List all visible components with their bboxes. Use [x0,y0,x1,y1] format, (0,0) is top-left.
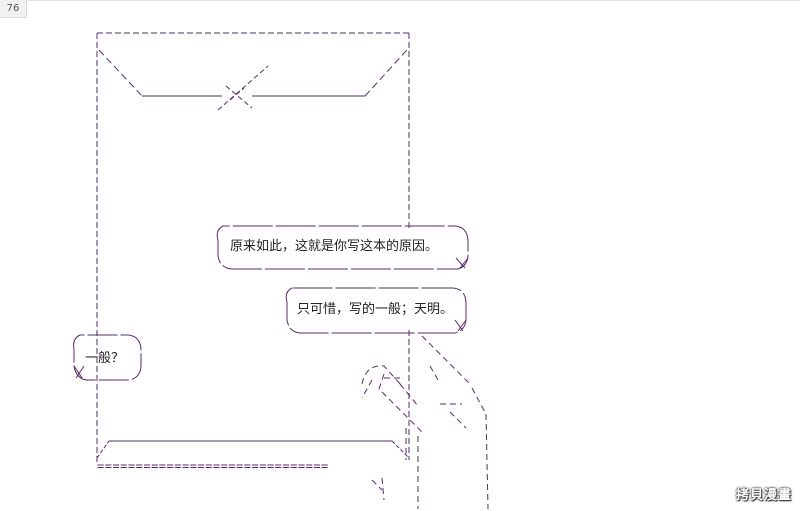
page-number: 76 [0,0,27,18]
speech-bubble-3 [73,334,142,381]
envelope-flap [98,49,408,97]
bubble-3-text: 一般？ [85,351,125,366]
top-divider [26,0,800,1]
seal-mark [217,65,269,111]
watermark-logo: 拷貝漫畫 [735,488,792,503]
bubble-2-text: 只可惜，写的一般；天明。 [297,302,454,317]
envelope-bottom [96,440,410,459]
speech-bubble-2 [285,287,467,334]
speech-bubble-1 [216,225,469,270]
hand-drawing [361,335,489,510]
bubble-1-text: 原来如此，这就是你写这本的原因。 [230,239,439,254]
envelope-base-row: ============================== [97,460,329,472]
